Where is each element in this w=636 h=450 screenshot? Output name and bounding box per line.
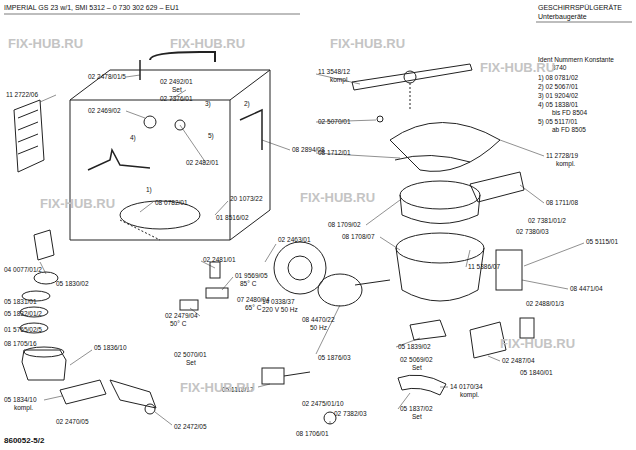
part-number: Set — [412, 364, 422, 372]
part-number: 08 1712/01 — [318, 149, 351, 157]
part-number: 14 0170/34 — [450, 383, 483, 391]
part-number: 5) — [208, 132, 214, 140]
part-number: 5) 05 5117/01 — [538, 118, 578, 126]
part-number: 08 1705/16 — [4, 340, 37, 348]
part-number: kompl. — [14, 404, 33, 412]
part-number: 02 2472/05 — [174, 423, 207, 431]
part-number: 1) — [146, 186, 152, 194]
part-number: 01 9569/05 — [235, 272, 268, 280]
part-number: 05 1830/02 — [56, 280, 89, 288]
watermark: FIX-HUB.RU — [330, 36, 405, 51]
part-number: 50 Hz — [310, 324, 327, 332]
part-number: 220 V 50 Hz — [262, 306, 298, 314]
part-number: 05 1834/10 — [4, 396, 37, 404]
part-number: kompl. — [330, 76, 349, 84]
watermark: FIX-HUB.RU — [180, 380, 255, 395]
watermark: FIX-HUB.RU — [8, 36, 83, 51]
watermark: FIX-HUB.RU — [500, 336, 575, 351]
part-number: 05 5115/01 — [586, 238, 618, 246]
part-number: 20 1073/22 — [230, 195, 263, 203]
part-number: ab FD 8505 — [552, 126, 586, 134]
part-number: 05 1840/01 — [520, 369, 553, 377]
part-number: 02 5070/01 — [174, 351, 207, 359]
part-number: 1) 08 0781/02 — [538, 74, 578, 82]
part-number: 08 1708/07 — [342, 233, 375, 241]
part-number: 08 1709/02 — [328, 221, 361, 229]
part-number: 4) — [130, 134, 136, 142]
watermark: FIX-HUB.RU — [300, 190, 375, 205]
part-number: GESCHIRRSPÜLGERÄTE — [538, 4, 622, 12]
part-number: 08 1706/01 — [296, 430, 329, 438]
part-number: 11 3548/12 — [318, 68, 350, 76]
part-number: 3) — [205, 100, 211, 108]
part-number: 2) — [244, 100, 250, 108]
part-number: 14 0338/37 — [262, 298, 295, 306]
part-number: 02 2487/04 — [502, 357, 535, 365]
part-number: 05 1832/01/2 — [4, 310, 42, 318]
part-number: 02 2478/01/5 — [88, 73, 126, 81]
part-number: Set — [186, 359, 196, 367]
part-number: kompl. — [556, 160, 575, 168]
part-number: 02 2492/01 — [160, 78, 193, 86]
drawing-number: 860052-5/2 — [4, 436, 44, 446]
part-number: 01 8516/02 — [216, 214, 249, 222]
part-number: IMPERIAL GS 23 w/1, SMI 5312 – 0 730 302… — [4, 4, 179, 12]
part-number: Set — [412, 413, 422, 421]
part-number: 02 2470/05 — [56, 418, 89, 426]
watermark: FIX-HUB.RU — [170, 36, 245, 51]
part-number: 3) 01 9204/02 — [538, 92, 578, 100]
part-number: 02 2482/01 — [186, 159, 219, 167]
part-number: 08 4470/22 — [302, 316, 335, 324]
part-number: 05 1836/10 — [94, 344, 127, 352]
part-number: 11 2722/06 — [6, 91, 38, 99]
part-number: 02 7376/01 — [160, 95, 193, 103]
part-number: 02 2475/01/10 — [302, 400, 344, 408]
part-number: 08 4471/04 — [570, 285, 603, 293]
watermark: FIX-HUB.RU — [40, 196, 115, 211]
part-number: 05 1876/03 — [318, 354, 351, 362]
part-number: 02 2469/02 — [88, 107, 121, 115]
part-number: 01 5765/02/5 — [4, 326, 42, 334]
part-number: 11 2728/19 — [546, 152, 578, 160]
part-number: kompl. — [460, 391, 479, 399]
part-number: 08 0782/01 — [155, 199, 188, 207]
part-number: 04 0077/01/2 — [4, 266, 42, 274]
part-number: 02 7381/01/2 — [528, 217, 566, 225]
part-number: 02 2488/01/3 — [526, 300, 564, 308]
part-number: 50° C — [170, 320, 186, 328]
part-number: 02 5069/02 — [400, 356, 433, 364]
part-number: 85° C — [240, 280, 256, 288]
part-number: 05 1839/02 — [398, 343, 431, 351]
part-number: Set — [172, 86, 182, 94]
part-number: Unterbaugeräte — [538, 13, 587, 21]
part-number: 4) 05 1838/01 — [538, 101, 578, 109]
part-number: 02 2479/04 — [165, 312, 198, 320]
part-number: bis FD 8504 — [552, 109, 587, 117]
watermark: FIX-HUB.RU — [480, 60, 555, 75]
part-number: 11 5386/07 — [468, 263, 500, 271]
part-number: 08 1711/08 — [546, 199, 578, 207]
part-number: 02 7380/03 — [516, 228, 549, 236]
part-number: 02 2463/01 — [278, 236, 311, 244]
part-number: 05 1837/02 — [400, 405, 433, 413]
part-number: 02 5070/01 — [318, 118, 351, 126]
part-number: 02 2481/01 — [203, 256, 236, 264]
part-number: 05 1831/01 — [4, 298, 37, 306]
part-number: 02 7382/03 — [334, 410, 367, 418]
part-number: 65° C — [245, 304, 261, 312]
part-number: 2) 02 5067/01 — [538, 83, 578, 91]
